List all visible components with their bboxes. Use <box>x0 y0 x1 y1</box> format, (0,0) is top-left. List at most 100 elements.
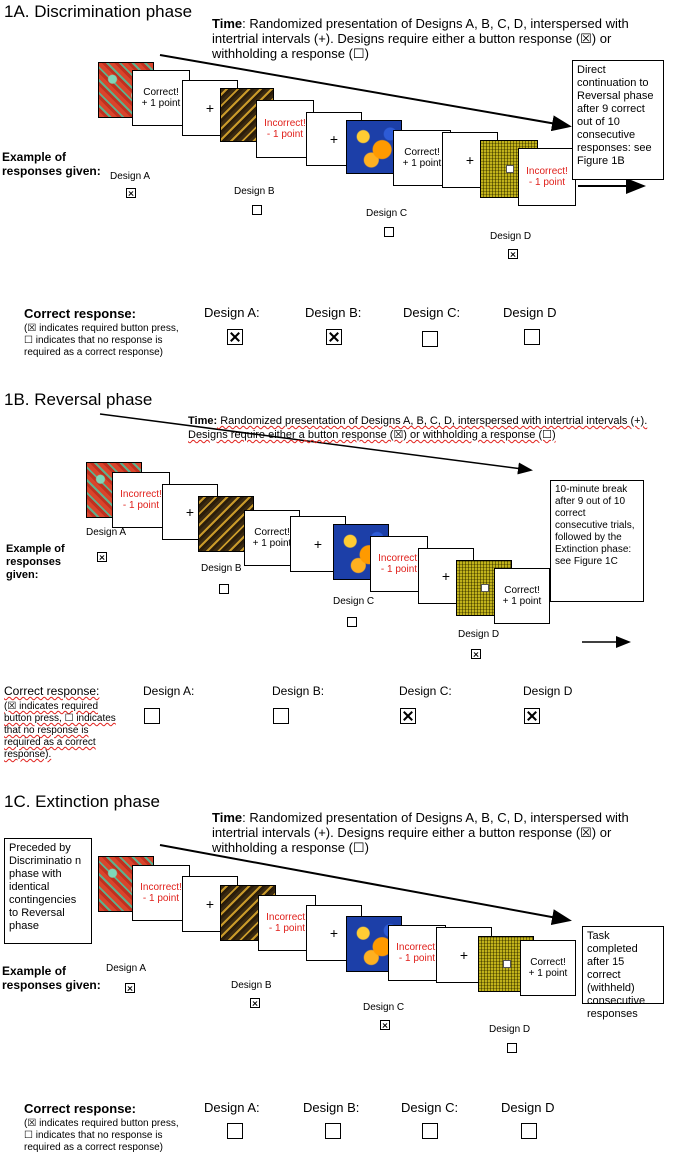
no-response-icon <box>325 1123 341 1139</box>
panel-c-time-caption: Time: Randomized presentation of Designs… <box>212 810 632 855</box>
button-press-icon <box>126 188 136 198</box>
design-b-header: Design B: <box>305 305 362 320</box>
no-response-icon <box>524 329 540 345</box>
no-response-icon <box>422 331 438 347</box>
card-text: Incorrect! - 1 point <box>264 118 306 140</box>
next-phase-box: Direct continuation to Reversal phase af… <box>572 60 664 180</box>
card-text: + <box>313 535 323 552</box>
button-press-icon <box>97 552 107 562</box>
design-d-label: Design D <box>458 629 500 640</box>
no-response-icon <box>219 584 229 594</box>
button-press-icon <box>380 1020 390 1030</box>
panel-a-title: 1A. Discrimination phase <box>4 2 193 21</box>
correct-response-text: Correct response: <box>4 684 100 698</box>
time-text: Randomized presentation of Designs A, B,… <box>188 415 648 441</box>
design-c-header: Design C: <box>399 684 452 698</box>
card-text: Correct! + 1 point <box>252 527 292 549</box>
task-complete-box: Task completed after 15 correct (withhel… <box>582 926 664 1020</box>
design-a-header: Design A: <box>204 305 260 320</box>
correct-response-note-text: (☒ indicates required button press, ☐ in… <box>4 701 116 760</box>
feedback-card: Correct! + 1 point <box>132 70 190 126</box>
correct-response-label: Correct response: <box>24 1101 136 1116</box>
button-press-icon <box>227 329 243 345</box>
design-c-label: Design C <box>333 596 375 607</box>
button-press-icon <box>471 649 481 659</box>
design-b-label: Design B <box>231 980 272 991</box>
feedback-card: Correct! + 1 point <box>494 568 550 624</box>
card-text: + <box>185 503 195 520</box>
design-a-label: Design A <box>86 527 127 538</box>
example-responses-label: Example of responses given: <box>2 964 101 992</box>
no-response-icon <box>273 708 289 724</box>
no-response-icon <box>521 1123 537 1139</box>
design-d-header: Design D <box>523 684 573 698</box>
feedback-card: Correct! + 1 point <box>393 130 451 186</box>
design-c-header: Design C: <box>401 1100 459 1115</box>
card-text: Incorrect! - 1 point <box>526 166 568 188</box>
design-a-header: Design A: <box>204 1100 260 1115</box>
design-b-label: Design B <box>201 563 242 574</box>
card-text: Incorrect! - 1 point <box>378 553 420 575</box>
no-response-icon <box>227 1123 243 1139</box>
card-text: + <box>329 924 339 941</box>
time-label: Time <box>212 810 243 825</box>
time-text: : Randomized presentation of Designs A, … <box>212 810 629 855</box>
correct-response-note: (☒ indicates required button press, ☐ in… <box>24 1118 179 1153</box>
no-response-icon <box>422 1123 438 1139</box>
design-c-header: Design C: <box>403 305 461 320</box>
example-responses-label: Example of responses given: <box>2 150 101 178</box>
card-text: + <box>465 151 475 168</box>
design-b-label: Design B <box>234 186 275 197</box>
panel-a-time-caption: Time: Randomized presentation of Designs… <box>212 16 632 61</box>
button-press-icon <box>250 998 260 1008</box>
card-text: Correct! + 1 point <box>502 585 542 607</box>
card-text: + <box>205 99 215 116</box>
card-text: + <box>459 946 469 963</box>
panel-b-title: 1B. Reversal phase <box>4 390 153 409</box>
panel-c-title: 1C. Extinction phase <box>4 792 160 811</box>
time-label: Time <box>212 16 243 31</box>
time-text: : Randomized presentation of Designs A, … <box>212 16 629 61</box>
correct-response-note: (☒ indicates required button press, ☐ in… <box>24 323 179 358</box>
card-text: + <box>205 895 215 912</box>
button-press-icon <box>400 708 416 724</box>
card-text: Incorrect! - 1 point <box>396 942 438 964</box>
no-response-icon <box>384 227 394 237</box>
card-text: Incorrect! - 1 point <box>120 489 162 511</box>
design-b-header: Design B: <box>272 684 325 698</box>
design-b-header: Design B: <box>303 1100 360 1115</box>
no-response-icon <box>347 617 357 627</box>
design-c-image <box>346 120 402 174</box>
panel-b-time-caption: Time: Randomized presentation of Designs… <box>188 414 648 442</box>
design-a-label: Design A <box>110 171 151 182</box>
preceded-by-box: Preceded by Discriminatio n phase with i… <box>4 838 92 944</box>
correct-response-note: (☒ indicates required button press, ☐ in… <box>4 701 120 761</box>
design-a-header: Design A: <box>143 684 195 698</box>
feedback-card: Incorrect! - 1 point <box>518 148 576 206</box>
card-text: Incorrect! - 1 point <box>140 882 182 904</box>
no-response-icon <box>507 1043 517 1053</box>
feedback-card: Incorrect! - 1 point <box>112 472 170 528</box>
card-text: Correct! + 1 point <box>528 957 568 979</box>
button-press-icon <box>326 329 342 345</box>
correct-response-label: Correct response: <box>24 306 136 321</box>
card-text: Incorrect! - 1 point <box>266 912 308 934</box>
correct-response-label: Correct response: <box>4 684 99 698</box>
card-text: Correct! + 1 point <box>141 87 181 109</box>
feedback-card: Correct! + 1 point <box>520 940 576 996</box>
card-text: Correct! + 1 point <box>402 147 442 169</box>
button-press-icon <box>125 983 135 993</box>
example-responses-label: Example of responses given: <box>6 543 65 581</box>
card-text: + <box>329 130 339 147</box>
feedback-card: Incorrect! - 1 point <box>132 865 190 921</box>
card-text: + <box>441 567 451 584</box>
design-a-label: Design A <box>106 963 147 974</box>
design-d-header: Design D <box>501 1100 555 1115</box>
design-d-header: Design D <box>503 305 557 320</box>
design-d-label: Design D <box>489 1024 531 1035</box>
no-response-icon <box>144 708 160 724</box>
design-d-label: Design D <box>490 231 532 242</box>
next-phase-box: 10-minute break after 9 out of 10 correc… <box>550 480 644 602</box>
button-press-icon <box>524 708 540 724</box>
